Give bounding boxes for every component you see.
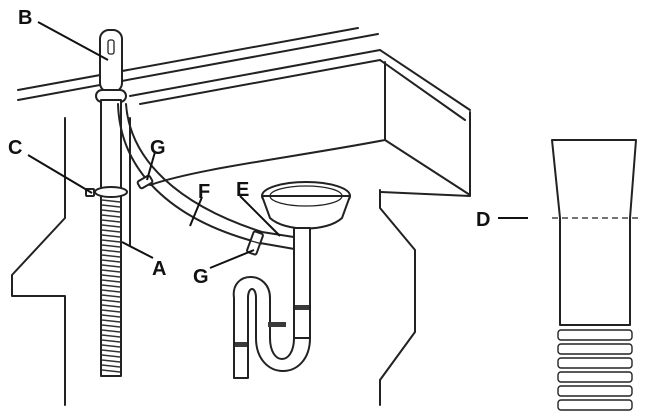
label-g-upper: G	[150, 137, 166, 159]
hose-end-rib	[558, 372, 632, 382]
leader-c	[28, 155, 92, 193]
leader-b	[38, 22, 108, 60]
hose-end-rib	[558, 358, 632, 368]
hose-end-detail	[552, 140, 640, 410]
hose-end-rib	[558, 330, 632, 340]
label-b: B	[18, 7, 32, 29]
hose-end-rib	[558, 400, 632, 410]
hose-end-rib	[558, 344, 632, 354]
sink-trap-assembly	[234, 182, 350, 378]
label-c: C	[8, 137, 22, 159]
corrugated-drain-hose	[101, 196, 121, 376]
label-e: E	[236, 179, 249, 201]
clamp-g-upper	[137, 175, 153, 189]
label-d: D	[476, 209, 490, 231]
leader-a	[122, 242, 153, 258]
label-a: A	[152, 258, 166, 280]
leader-g-lower	[210, 250, 254, 268]
label-f: F	[198, 181, 210, 203]
label-g-lower: G	[193, 266, 209, 288]
hose-end-rib	[558, 386, 632, 396]
